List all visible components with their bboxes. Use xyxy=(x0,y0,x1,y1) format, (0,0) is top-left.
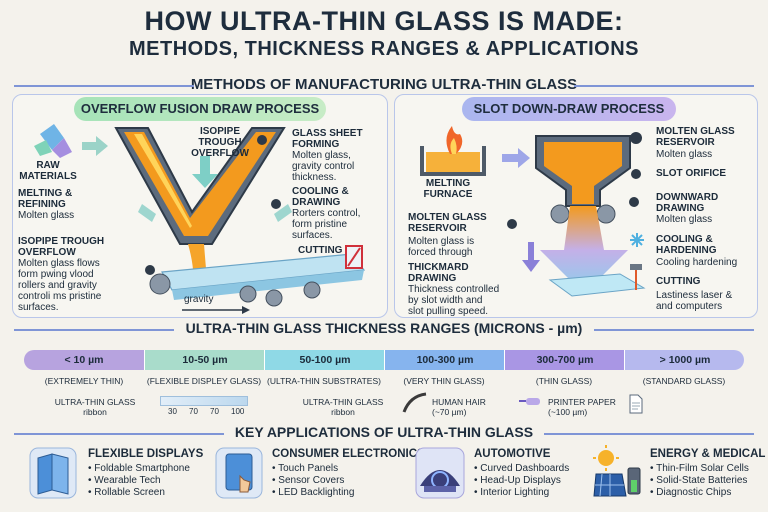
reservoir-left-text: Molten glass is forced through xyxy=(408,236,475,258)
reservoir-left-label: MOLTEN GLASS RESERVOIR xyxy=(408,212,487,234)
raw-materials-label: RAW MATERIALS xyxy=(19,160,77,182)
slot-orifice-label: SLOT ORIFICE xyxy=(656,168,726,179)
cooling-drawing-label: COOLING & DRAWING xyxy=(292,186,349,208)
slot-downdraw-pill: SLOT DOWN-DRAW PROCESS xyxy=(462,97,676,121)
cutting-blade-icon xyxy=(345,245,363,269)
methods-heading: METHODS OF MANUFACTURING ULTRA-THIN GLAS… xyxy=(190,76,578,93)
thickness-segment-label: (STANDARD GLASS) xyxy=(642,376,726,386)
isopipe-trough xyxy=(114,127,286,245)
snowflake-icon xyxy=(630,233,644,247)
overflow-fusion-pill: OVERFLOW FUSION DRAW PROCESS xyxy=(74,97,326,121)
app-item: • Touch Panels xyxy=(272,463,339,474)
thickness-segment: > 1000 µm xyxy=(624,350,744,370)
downward-drawing-text: Molten glass xyxy=(656,214,713,225)
slot-cutting-label: CUTTING xyxy=(656,276,701,287)
applications-heading: KEY APPLICATIONS OF ULTRA-THIN GLASS xyxy=(234,424,534,440)
gear-icon xyxy=(507,132,642,229)
ribbon-scale-ticks: 30 70 70 100 xyxy=(160,407,250,417)
cooling-hardening-text: Cooling hardening xyxy=(656,257,738,268)
thickness-segment: 300-700 µm xyxy=(504,350,625,370)
hair-label: HUMAN HAIR (~70 µm) xyxy=(432,397,486,417)
app-title-flexible: FLEXIBLE DISPLAYS xyxy=(88,448,204,460)
pen-icon xyxy=(519,398,540,405)
glass-sheet-forming-label: GLASS SHEET FORMING xyxy=(292,128,363,150)
foldable-phone-icon xyxy=(29,447,77,499)
thickness-segment-label: (EXTREMELY THIN) xyxy=(44,376,124,386)
thickmard-label: THICKMARD DRAWING xyxy=(408,262,469,284)
thickness-heading-row: ULTRA-THIN GLASS THICKNESS RANGES (MICRO… xyxy=(0,320,768,336)
paper-icon xyxy=(629,394,643,414)
slot-cutting-text: Lastiness laser & and computers xyxy=(656,290,733,312)
thickness-segment: 10-50 µm xyxy=(144,350,265,370)
slot-downdraw-diagram xyxy=(420,126,646,297)
isopipe-overflow-label: ISOPIPE TROUGH OVERFLOW xyxy=(18,236,105,258)
cooling-hardening-label: COOLING & HARDENING xyxy=(656,234,717,256)
thickness-segment-label: (VERY THIN GLASS) xyxy=(403,376,485,386)
app-item: • Interior Lighting xyxy=(474,487,550,498)
thickness-segment-label: (THIN GLASS) xyxy=(535,376,593,386)
app-item: • Wearable Tech xyxy=(88,475,161,486)
app-item: • LED Backlighting xyxy=(272,487,355,498)
isopipe-overflow-text: Molten glass flows form pwing vlood roll… xyxy=(18,258,102,313)
thickmard-text: Thickness controlled by slot width and s… xyxy=(408,284,500,317)
app-item: • Curved Dashboards xyxy=(474,463,570,474)
reservoir-right-text: Molten glass xyxy=(656,149,713,160)
thickness-segment: 100-300 µm xyxy=(384,350,505,370)
isopipe-top-label: ISOPIPE TROUGH OVERFLOW xyxy=(191,126,249,159)
scale-tick-label: 70 xyxy=(210,407,219,416)
app-item: • Foldable Smartphone xyxy=(88,463,190,474)
paper-label: PRINTER PAPER (~100 µm) xyxy=(548,397,616,417)
melting-furnace-label: MELTING FURNACE xyxy=(423,178,473,200)
scale-tick-label: 70 xyxy=(189,407,198,416)
thickness-segment-label: (FLEXIBLE DISPLEY GLASS) xyxy=(146,376,262,386)
app-item: • Diagnostic Chips xyxy=(650,487,732,498)
scale-tick-label: 30 xyxy=(168,407,177,416)
gear-icon xyxy=(145,135,281,275)
molten-glass-label: Molten glass xyxy=(18,210,75,221)
roller-conveyor xyxy=(149,253,366,307)
ribbon-scale-bar xyxy=(160,396,248,406)
app-item: • Rollable Screen xyxy=(88,487,165,498)
glass-sheet-forming-text: Molten glass, gravity control thickness. xyxy=(292,150,355,183)
melting-refining-label: MELTING & REFINING xyxy=(18,188,73,210)
hair-icon xyxy=(402,392,427,413)
touch-panel-icon xyxy=(215,447,263,499)
cooling-drawing-text: Rorters control, form pristine surfaces. xyxy=(292,208,361,241)
app-title-energy: ENERGY & MEDICAL xyxy=(650,448,766,460)
applications-heading-row: KEY APPLICATIONS OF ULTRA-THIN GLASS xyxy=(0,424,768,440)
app-item: • Thin-Film Solar Cells xyxy=(650,463,749,474)
glass-reservoir xyxy=(535,135,631,207)
methods-heading-row: METHODS OF MANUFACTURING ULTRA-THIN GLAS… xyxy=(0,76,768,93)
ribbon-label-2: ULTRA-THIN GLASS ribbon xyxy=(302,397,384,417)
app-item: • Sensor Covers xyxy=(272,475,345,486)
furnace-icon xyxy=(420,126,486,176)
dashboard-icon xyxy=(415,447,465,499)
laser-icon xyxy=(630,264,642,290)
app-item: • Head-Up Displays xyxy=(474,475,561,486)
solar-battery-icon xyxy=(593,445,641,497)
overflow-fusion-diagram xyxy=(34,124,366,314)
app-title-consumer: CONSUMER ELECTRONICS xyxy=(272,448,425,460)
raw-materials-icon xyxy=(34,124,72,158)
thickness-heading: ULTRA-THIN GLASS THICKNESS RANGES (MICRO… xyxy=(185,320,583,336)
ribbon-label: ULTRA-THIN GLASS ribbon xyxy=(54,397,136,417)
downward-drawing-label: DOWNWARD DRAWING xyxy=(656,192,719,214)
thickness-segment-label: (ULTRA-THIN SUBSTRATES) xyxy=(267,376,381,386)
cutting-label: CUTTING xyxy=(298,245,343,256)
thickness-segment: < 10 µm xyxy=(24,350,144,370)
scale-tick-label: 100 xyxy=(231,407,245,416)
main-subtitle: METHODS, THICKNESS RANGES & APPLICATIONS xyxy=(128,38,640,60)
reservoir-right-label: MOLTEN GLASS RESERVOIR xyxy=(656,126,735,148)
thickness-scale-labels: (EXTREMELY THIN) (FLEXIBLE DISPLEY GLASS)… xyxy=(24,376,744,388)
main-title: HOW ULTRA-THIN GLASS IS MADE: xyxy=(144,6,624,36)
gravity-label: gravity xyxy=(184,294,214,305)
thickness-segment: 50-100 µm xyxy=(264,350,385,370)
app-title-automotive: AUTOMOTIVE xyxy=(474,448,551,460)
app-item: • Solid-State Batteries xyxy=(650,475,748,486)
